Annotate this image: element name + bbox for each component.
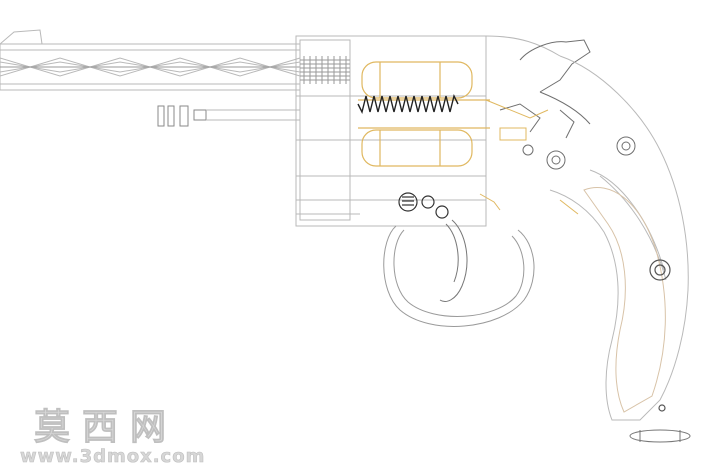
cartridges (358, 61, 490, 167)
watermark-url: www.3dmox.com (20, 446, 206, 468)
watermark-brand: 莫西网 (34, 407, 179, 449)
grip (549, 55, 689, 421)
grip-screws (649, 259, 671, 412)
brass-internals (479, 99, 579, 215)
spring (357, 93, 459, 115)
hammer (499, 39, 636, 170)
grip-wood-outline (583, 187, 666, 413)
cylinder-latch (398, 192, 449, 219)
barrel (0, 29, 301, 91)
trigger-guard (383, 225, 535, 327)
ejector-rod (157, 105, 300, 127)
lanyard-ring (629, 429, 691, 443)
frame (295, 35, 561, 227)
trigger (439, 219, 468, 302)
